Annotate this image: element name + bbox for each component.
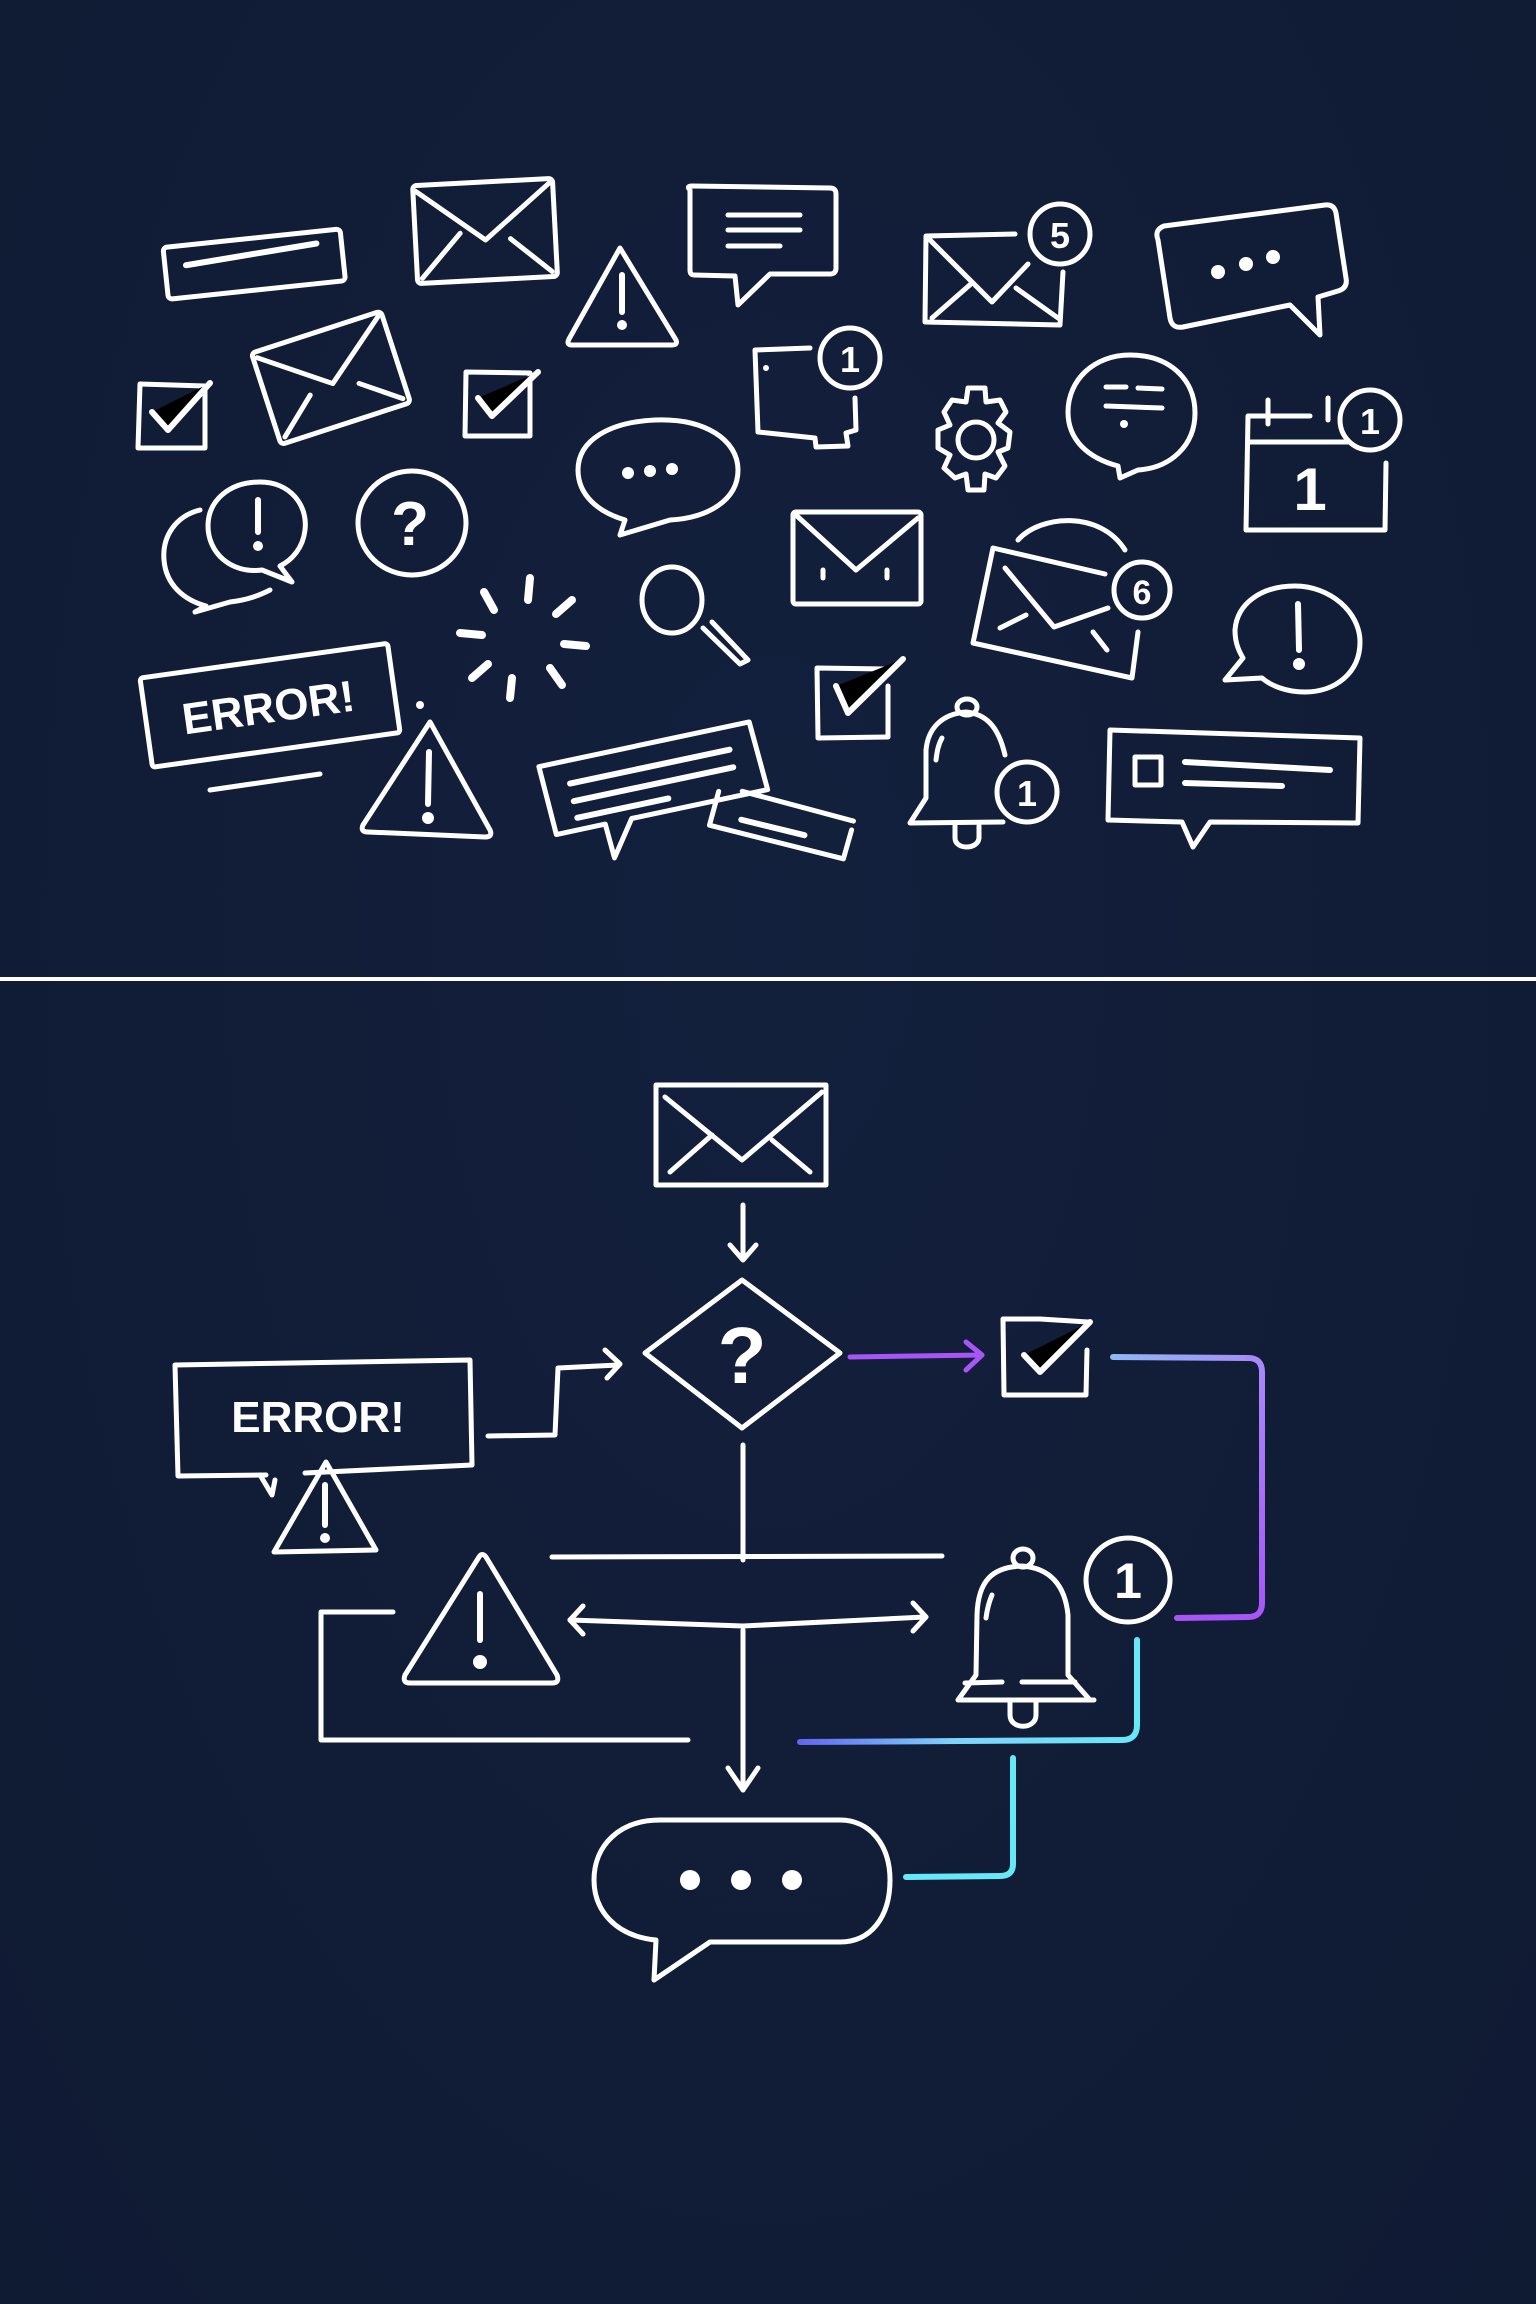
bell-badge-icon: 1: [907, 696, 1060, 850]
text-speech-bubble-icon: [536, 719, 771, 861]
checkbox-icon: [462, 369, 541, 439]
bell-node-badge-count: 1: [1114, 1553, 1142, 1609]
bell-badge-count: 1: [1017, 773, 1037, 814]
decision-diamond: ?: [642, 1277, 843, 1431]
decision-symbol: ?: [718, 1311, 767, 1400]
envelope-icon: [790, 509, 924, 607]
error-node-label: ERROR!: [231, 1393, 405, 1442]
envelope-node: [653, 1082, 829, 1188]
warning-triangle-icon: [359, 719, 494, 840]
warning-node: [401, 1552, 561, 1686]
checkbox-icon: [814, 656, 906, 741]
message-bubble-node: [591, 1817, 893, 1983]
exclamation-bubbles-icon: [161, 479, 308, 615]
envelope-badge-icon: 5: [922, 201, 1093, 328]
square-bubble-badge-icon: 1: [752, 325, 883, 450]
checkbox-icon: [135, 380, 213, 451]
arrow-trunk-to-message: [725, 1627, 761, 1793]
gear-icon: [935, 385, 1013, 493]
ellipsis-oval-bubble-icon: [575, 417, 741, 538]
magnifier-icon: [639, 564, 751, 667]
arrow-error-to-decision: [485, 1347, 623, 1439]
question-mark: ?: [391, 490, 429, 559]
checkbox-node: [1000, 1316, 1093, 1398]
envelope-badge-count: 5: [1050, 215, 1070, 256]
bell-node: [955, 1546, 1097, 1729]
banner-bar-icon: [706, 788, 856, 862]
dot-icon: [416, 701, 424, 709]
bell-badge: 1: [1083, 1535, 1173, 1625]
envelope-icon: [410, 176, 560, 286]
round-speech-bubble-icon: [1065, 352, 1198, 481]
question-circle-icon: ?: [355, 468, 469, 578]
error-node: ERROR!: [172, 1357, 475, 1498]
banner-bar-icon: [160, 226, 348, 302]
calendar-badge-icon: 1 1: [1243, 387, 1403, 533]
path-success-to-bell: [1110, 1354, 1265, 1621]
arrow-decision-to-success: [847, 1339, 985, 1373]
path-bell-to-trunk: [797, 1637, 1140, 1745]
envelope-refresh-badge-count: 6: [1133, 574, 1152, 612]
warning-triangle-icon: [565, 245, 679, 348]
square-bubble-badge-count: 1: [840, 339, 860, 380]
list-speech-bubble-icon: [1105, 727, 1363, 850]
double-arrow-warning-bell: [567, 1600, 929, 1637]
section-divider: [0, 977, 1536, 981]
text-speech-bubble-icon: [685, 183, 839, 308]
calendar-badge-count: 1: [1360, 401, 1380, 442]
warning-triangle-icon: [271, 1459, 379, 1555]
arrow-envelope-to-decision: [727, 1202, 759, 1263]
exclamation-bubble-icon: [1222, 583, 1363, 695]
connector-split: [549, 1553, 945, 1560]
loop-warning-back: [318, 1609, 691, 1743]
error-underline: [207, 771, 323, 793]
envelope-tilted-icon: [249, 309, 412, 446]
envelope-refresh-badge-icon: 6: [970, 518, 1173, 681]
loading-spinner-icon: [456, 574, 590, 702]
ellipsis-speech-bubble-icon: [1154, 202, 1349, 338]
path-to-message: [903, 1755, 1016, 1880]
calendar-date: 1: [1293, 456, 1326, 523]
